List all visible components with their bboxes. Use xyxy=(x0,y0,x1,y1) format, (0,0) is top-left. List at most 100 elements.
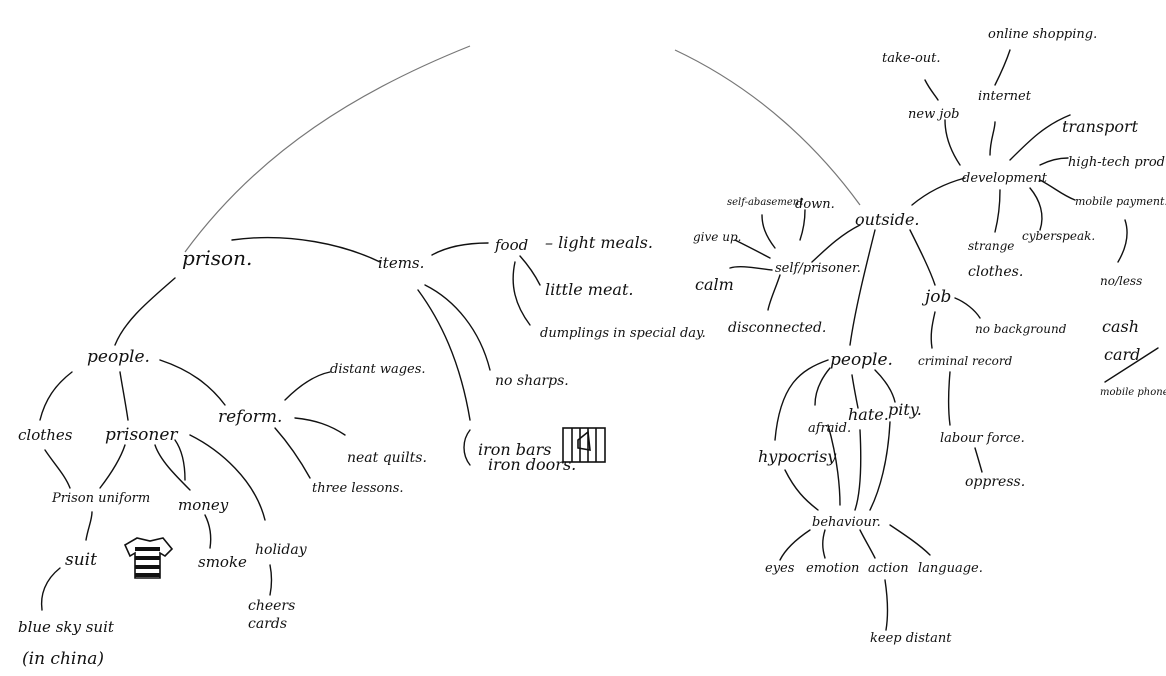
node-food: food xyxy=(494,236,528,254)
line-prison-items xyxy=(231,236,381,263)
node-no-less: no/less xyxy=(1100,274,1142,288)
line-outside-self xyxy=(811,224,861,263)
line-behaviour-emotion xyxy=(822,529,826,559)
node-cash: cash xyxy=(1102,317,1139,336)
node-clothes: clothes xyxy=(18,426,73,444)
line-self-disconnected xyxy=(767,274,781,311)
line-prison-people xyxy=(114,277,176,346)
line-job-nobackground xyxy=(954,297,981,319)
line-hypocrisy-behaviour xyxy=(784,469,819,511)
line-hate-behaviour xyxy=(854,429,862,511)
arc-top-right xyxy=(674,49,861,206)
line-labour-oppress xyxy=(974,447,983,473)
node-high-tech: high-tech products xyxy=(1068,155,1166,170)
line-outside-development xyxy=(911,177,966,206)
line-criminal-labour xyxy=(947,371,951,426)
node-criminal-record: criminal record xyxy=(918,354,1013,368)
node-blue-sky-suit: blue sky suit xyxy=(18,618,115,636)
node-labour-force: labour force. xyxy=(940,431,1025,446)
node-neat-quilts: neat quilts. xyxy=(347,450,427,466)
line-afraid-behaviour xyxy=(827,424,841,506)
node-reform: reform. xyxy=(218,407,282,427)
line-behaviour-language xyxy=(889,524,931,556)
node-cyberspeak: cyberspeak. xyxy=(1022,229,1095,243)
node-take-out: take-out. xyxy=(882,51,941,66)
line-job-criminal xyxy=(930,311,936,349)
line-self-giveup xyxy=(734,239,771,259)
node-people-outside: people. xyxy=(830,350,893,370)
line-mobile-cash xyxy=(1117,219,1128,263)
node-iron-bars: iron bars xyxy=(478,440,551,459)
line-behaviour-action xyxy=(859,529,876,559)
line-people-afraid xyxy=(814,367,831,406)
node-cards: cards xyxy=(248,616,287,632)
line-people-reform xyxy=(159,359,226,406)
node-people: people. xyxy=(87,347,150,367)
line-food-dumplings xyxy=(512,261,531,326)
line-dev-newjob xyxy=(944,119,961,166)
line-items-nosharps xyxy=(424,284,491,371)
node-iron-doors: iron doors. xyxy=(488,455,576,474)
line-dev-strange xyxy=(994,189,1001,233)
line-suit-bluesky xyxy=(40,567,61,611)
line-self-down xyxy=(799,209,806,241)
node-disconnected: disconnected. xyxy=(728,320,826,336)
node-light-meals: – light meals. xyxy=(545,233,653,252)
line-outside-job xyxy=(909,229,936,286)
line-money-smoke xyxy=(204,514,212,549)
node-strange: strange xyxy=(968,239,1014,253)
node-pity: pity. xyxy=(888,400,922,419)
striped-shirt-icon xyxy=(123,537,174,579)
jail-bars-icon xyxy=(562,427,606,463)
line-people-hate xyxy=(851,374,859,409)
line-outside-people xyxy=(849,229,876,346)
line-prisoner-money xyxy=(154,444,191,491)
node-give-up: give up. xyxy=(693,230,741,244)
node-mobile-phone: mobile phone xyxy=(1100,387,1166,398)
node-card: card xyxy=(1104,345,1140,364)
node-three-lessons: three lessons. xyxy=(312,481,404,496)
node-emotion: emotion xyxy=(806,561,859,576)
line-dev-internet xyxy=(989,121,996,156)
line-pity-behaviour xyxy=(869,421,891,511)
node-prison-uniform: Prison uniform xyxy=(51,491,150,506)
line-dev-cyber xyxy=(1029,187,1043,231)
node-mobile-payment: mobile payment. xyxy=(1075,195,1166,208)
line-prisoner-money2 xyxy=(174,439,186,481)
arc-top-left xyxy=(184,45,471,253)
line-card-phone xyxy=(1104,347,1159,383)
line-behaviour-eyes xyxy=(779,529,811,561)
node-prison: prison. xyxy=(182,246,252,270)
line-self-abasement xyxy=(761,214,776,249)
line-reform-wages xyxy=(284,371,331,401)
node-down: down. xyxy=(795,197,835,212)
node-in-china: (in china) xyxy=(22,649,104,669)
node-self-abasement: self-abasement. xyxy=(727,197,806,208)
node-job: job xyxy=(921,287,951,307)
line-items-food xyxy=(431,242,489,256)
line-internet-online xyxy=(994,49,1011,86)
line-items-ironbars xyxy=(417,289,471,421)
node-online-shopping: online shopping. xyxy=(988,27,1097,42)
line-self-calm xyxy=(729,266,773,271)
line-people-pity xyxy=(874,369,896,403)
node-money: money xyxy=(178,496,229,514)
node-no-background: no background xyxy=(975,322,1067,336)
line-holiday-cheers xyxy=(269,564,273,596)
node-hypocrisy: hypocrisy xyxy=(758,447,837,466)
line-prisoner-holiday xyxy=(189,434,266,521)
line-people-clothes xyxy=(39,371,73,421)
line-people-hypocrisy xyxy=(774,359,829,441)
node-oppress: oppress. xyxy=(965,474,1025,490)
line-reform-lessons xyxy=(274,427,311,479)
line-dev-hightech xyxy=(1039,157,1069,166)
node-suit: suit xyxy=(65,550,97,570)
line-dev-transport xyxy=(1009,114,1071,161)
node-self-prisoner: self/prisoner. xyxy=(775,261,861,276)
node-calm: calm xyxy=(695,275,734,294)
node-dumplings: dumplings in special day. xyxy=(540,326,706,341)
node-behaviour: behaviour. xyxy=(812,515,881,530)
prison-branch: prison. people. clothes prisoner Prison … xyxy=(18,233,706,669)
node-language: language. xyxy=(918,561,983,576)
